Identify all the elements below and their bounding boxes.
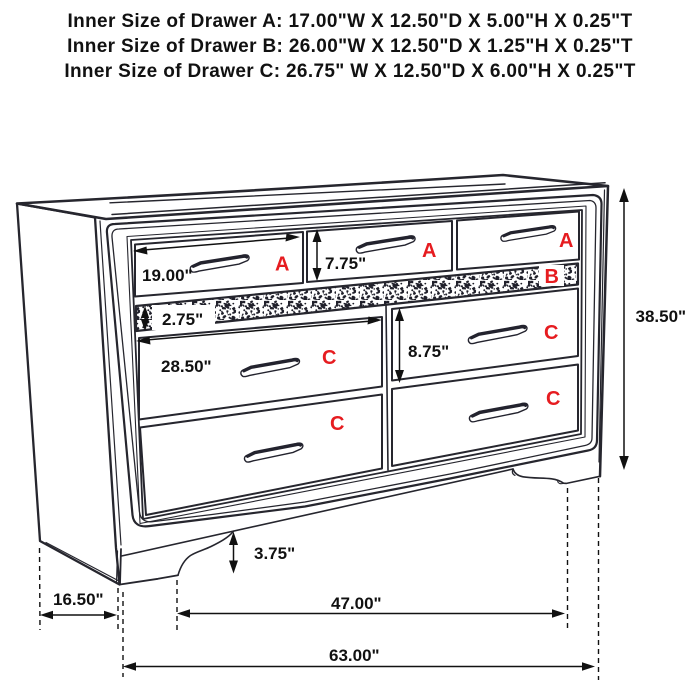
svg-text:Inner Size of Drawer A: 17.00": Inner Size of Drawer A: 17.00"W X 12.50"… <box>68 11 633 32</box>
svg-text:A: A <box>559 230 573 252</box>
svg-text:63.00": 63.00" <box>329 646 380 665</box>
svg-text:2.75": 2.75" <box>162 310 203 329</box>
svg-text:C: C <box>330 413 344 435</box>
svg-text:16.50": 16.50" <box>53 590 104 609</box>
svg-text:Inner Size of Drawer C: 26.75": Inner Size of Drawer C: 26.75" W X 12.50… <box>64 61 635 82</box>
svg-text:A: A <box>422 240 436 262</box>
svg-text:C: C <box>544 322 558 344</box>
svg-text:Inner Size of Drawer B: 26.00": Inner Size of Drawer B: 26.00"W X 12.50"… <box>67 36 633 57</box>
svg-text:A: A <box>275 254 289 276</box>
svg-text:47.00": 47.00" <box>331 594 382 613</box>
svg-text:C: C <box>546 388 560 410</box>
svg-text:C: C <box>322 347 336 369</box>
svg-text:B: B <box>545 266 559 288</box>
svg-text:3.75": 3.75" <box>254 544 295 563</box>
svg-text:7.75": 7.75" <box>325 254 366 273</box>
svg-text:8.75": 8.75" <box>408 342 449 361</box>
svg-text:28.50": 28.50" <box>161 357 212 376</box>
svg-text:38.50": 38.50" <box>636 307 687 326</box>
svg-text:19.00": 19.00" <box>142 266 193 285</box>
